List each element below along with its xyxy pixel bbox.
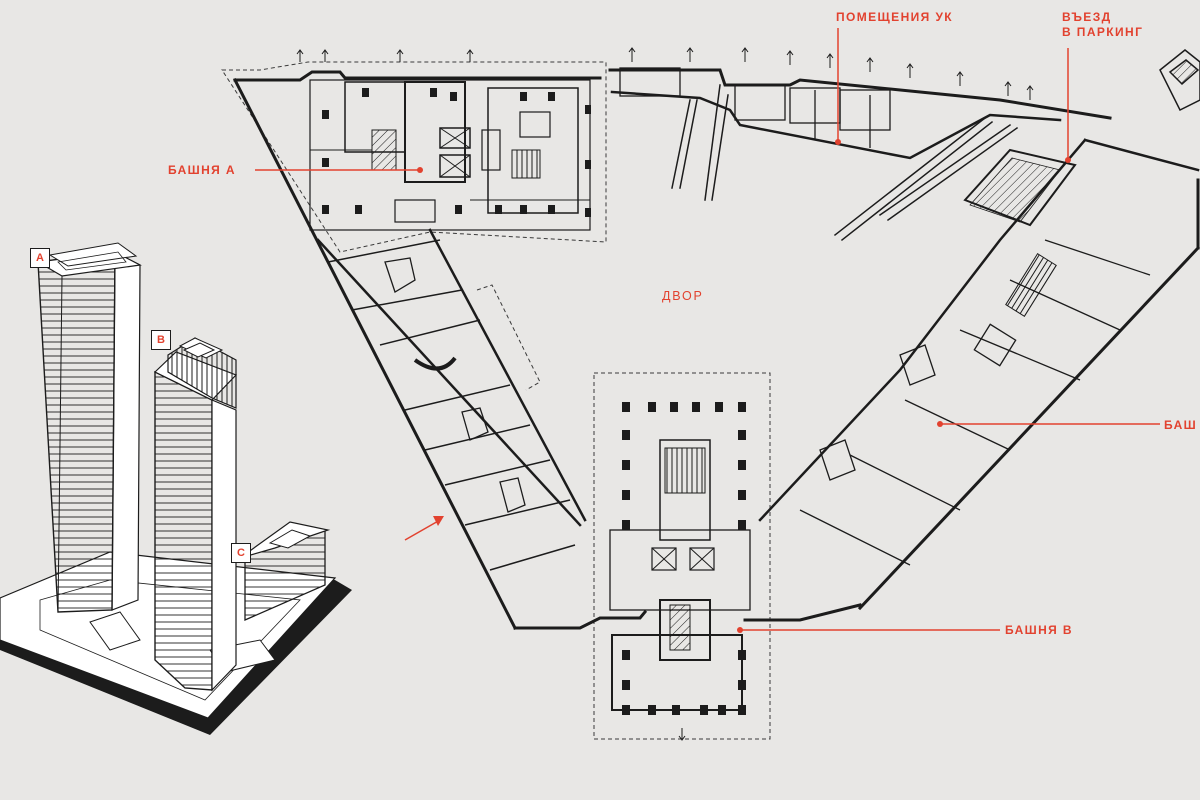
- tower-b-plan: [609, 439, 751, 711]
- axonometric-model: [0, 242, 352, 735]
- tower-b-columns: [622, 402, 746, 715]
- parking-entrance-label: ВЪЕЗД В ПАРКИНГ: [1062, 10, 1143, 40]
- top-wing-units: [619, 67, 891, 148]
- leader-dots: [417, 139, 1071, 633]
- tower-a-front-face: [37, 251, 116, 613]
- left-wing-units: [327, 239, 576, 571]
- tag-tower-b: B: [151, 330, 171, 350]
- tower-c-label: БАШ: [1164, 418, 1198, 432]
- exit-arrows: [296, 47, 1034, 741]
- tower-b-front-face: [154, 370, 213, 691]
- tower-a-columns: [322, 88, 591, 217]
- management-premises-label: ПОМЕЩЕНИЯ УК: [836, 10, 954, 24]
- tower-a-right-face: [111, 251, 141, 611]
- tower-a-label: БАШНЯ А: [168, 163, 236, 177]
- tag-building-c: C: [231, 543, 251, 563]
- parking-entrance-line2: В ПАРКИНГ: [1062, 25, 1144, 39]
- parking-entrance-line1: ВЪЕЗД: [1062, 10, 1112, 24]
- leader-lines: [255, 28, 1160, 631]
- tower-b-label: БАШНЯ В: [1005, 623, 1073, 637]
- left-wing-stairs: [384, 257, 526, 513]
- corner-building: [1159, 49, 1200, 112]
- tag-tower-a: A: [30, 248, 50, 268]
- courtyard-label: ДВОР: [662, 289, 704, 303]
- right-wing-plan: [799, 148, 1151, 566]
- tower-b-right-face: [211, 399, 237, 692]
- tower-a-plan: [309, 79, 591, 231]
